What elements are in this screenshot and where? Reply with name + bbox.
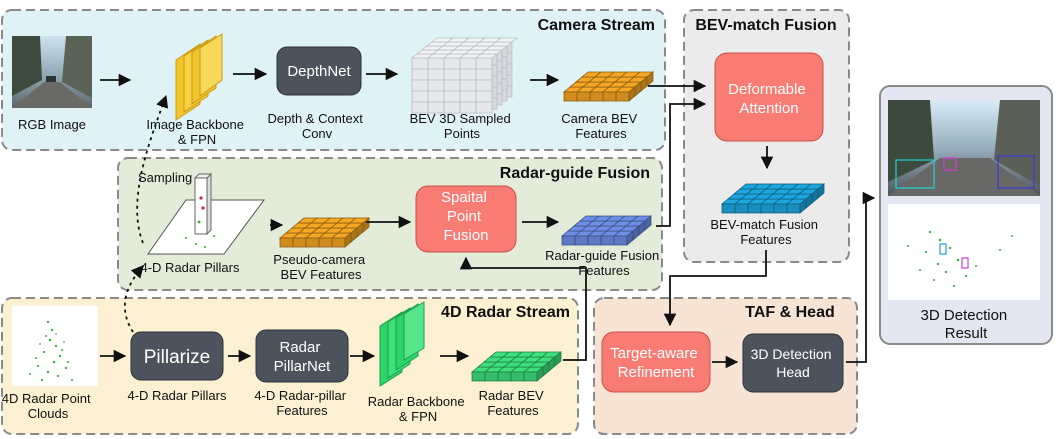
radar-stream-title: 4D Radar Stream <box>441 304 570 321</box>
bev-match-fusion-features-icon <box>720 183 826 214</box>
radar-pillarnet-label: Radar PillarNet <box>274 339 332 375</box>
image-backbone-icon <box>175 33 223 121</box>
depth-context-label: Depth & Context Conv <box>267 111 366 141</box>
camera-bev-features-label: Camera BEV Features <box>561 111 641 141</box>
radar-pillar-features-label: 4-D Radar-pillar Features <box>254 388 349 418</box>
detection-result-bev-image <box>888 204 1040 300</box>
radar-guide-fusion-title: Radar-guide Fusion <box>500 165 650 182</box>
radar-bev-features-label: Radar BEV Features <box>479 388 548 418</box>
rgb-image-label: RGB Image <box>18 117 86 132</box>
detection-result-camera-image <box>888 100 1040 196</box>
radar-bev-features-icon <box>470 351 563 382</box>
taf-head-title: TAF & Head <box>745 304 834 321</box>
camera-stream-title: Camera Stream <box>538 17 655 34</box>
detection-head-box <box>742 333 844 393</box>
sampling-arrows <box>124 94 169 333</box>
rgb-image <box>12 36 92 108</box>
radar-point-cloud-image <box>12 306 98 386</box>
deformable-attention-label: Deformable Attention <box>728 81 810 117</box>
radar-pillars-upper-label: 4-D Radar Pillars <box>141 260 240 275</box>
radar-backbone-icon <box>379 301 425 387</box>
flow-arrows <box>100 67 876 369</box>
radar-guide-fusion-features-icon <box>560 215 653 246</box>
detection-head-label: 3D Detection Head <box>751 346 836 380</box>
pillarize-box <box>130 331 224 381</box>
radar-guide-fusion-panel <box>117 157 663 291</box>
depthnet-box <box>276 46 362 96</box>
pillarize-label: Pillarize <box>144 347 211 368</box>
image-backbone-label: Image Backbone & FPN <box>146 117 247 147</box>
pseudo-camera-bev-icon <box>278 217 371 248</box>
bev-match-fusion-features-label: BEV-match Fusion Features <box>710 217 821 247</box>
sampling-label: Sampling <box>138 170 192 185</box>
target-aware-refinement-label: Target-aware Refinement <box>610 345 702 381</box>
deformable-attention-box <box>714 52 824 142</box>
bev-3d-sampled-points-icon <box>410 37 519 114</box>
camera-bev-features-icon <box>562 71 655 102</box>
spatial-point-fusion-box <box>415 185 517 253</box>
radar-pillars-lower-label: 4-D Radar Pillars <box>128 388 227 403</box>
radar-point-clouds-label: 4D Radar Point Clouds <box>2 391 95 421</box>
radar-backbone-label: Radar Backbone & FPN <box>368 394 468 424</box>
bev-3d-sampled-points-label: BEV 3D Sampled Points <box>410 111 515 141</box>
depthnet-label: DepthNet <box>287 63 351 80</box>
pseudo-camera-bev-label: Pseudo-camera BEV Features <box>273 252 368 282</box>
radar-pillarnet-box <box>255 329 349 383</box>
detection-result-label: 3D Detection Result <box>921 307 1012 342</box>
spatial-point-fusion-label: Spaital Point Fusion <box>441 189 491 244</box>
bev-match-fusion-title: BEV-match Fusion <box>695 17 836 34</box>
radar-guide-fusion-features-label: Radar-guide Fusion Features <box>545 248 663 278</box>
radar-pillar-plane-icon <box>147 172 265 255</box>
target-aware-refinement-box <box>601 331 711 393</box>
